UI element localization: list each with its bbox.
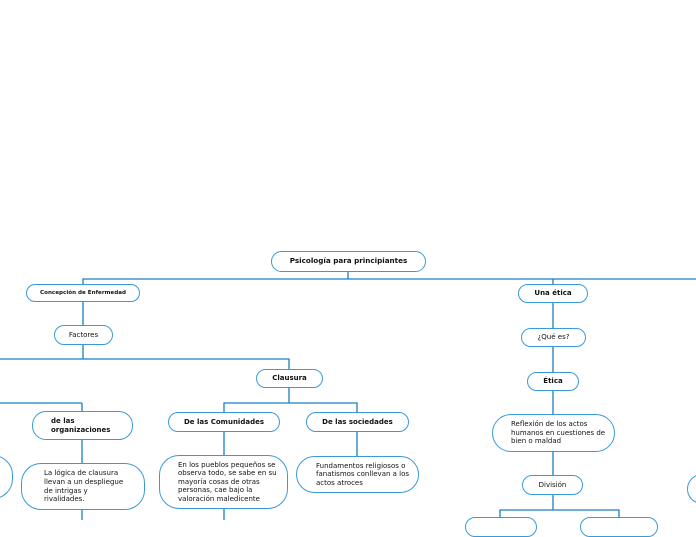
comunidades-desc-node[interactable]: En los pueblos pequeños se observa todo,… bbox=[159, 455, 288, 509]
connector-root-branch bbox=[82, 278, 696, 285]
una-etica-label: Una ética bbox=[534, 289, 572, 298]
connector-clausura-right bbox=[223, 402, 358, 412]
que-es-node[interactable]: ¿Qué es? bbox=[521, 328, 586, 347]
comunidades-desc-text: En los pueblos pequeños se observa todo,… bbox=[178, 460, 277, 503]
factores-node[interactable]: Factores bbox=[54, 325, 113, 345]
division-node[interactable]: División bbox=[522, 475, 583, 495]
mind-map-canvas: Psicología para principiantes Concepción… bbox=[0, 251, 696, 537]
comunidades-node[interactable]: De las Comunidades bbox=[168, 412, 280, 432]
organizaciones-desc-text: La lógica de clausura llevan a un despli… bbox=[44, 469, 124, 504]
division-child-right-node[interactable] bbox=[580, 517, 658, 537]
clausura-label: Clausura bbox=[272, 374, 307, 383]
reflexion-node[interactable]: Reflexión de los actos humanos en cuesti… bbox=[492, 414, 615, 452]
division-child-left-node[interactable] bbox=[465, 517, 537, 537]
sociedades-desc-text: Fundamentos religiosos o fanatismos conl… bbox=[316, 461, 410, 487]
division-label: División bbox=[538, 480, 567, 489]
clausura-node[interactable]: Clausura bbox=[256, 369, 323, 388]
etica-node[interactable]: Ética bbox=[527, 372, 579, 391]
factores-label: Factores bbox=[68, 330, 99, 339]
que-es-label: ¿Qué es? bbox=[537, 333, 570, 342]
sociedades-label: De las sociedades bbox=[322, 417, 393, 426]
connector-division-branch bbox=[499, 495, 620, 518]
sociedades-desc-node[interactable]: Fundamentos religiosos o fanatismos conl… bbox=[296, 456, 419, 493]
etica-label: Ética bbox=[543, 377, 563, 386]
connector-factores-branch bbox=[0, 358, 290, 369]
root-label: Psicología para principiantes bbox=[289, 256, 408, 266]
concepcion-label: Concepción de Enfermedad bbox=[40, 289, 126, 296]
organizaciones-desc-node[interactable]: La lógica de clausura llevan a un despli… bbox=[21, 463, 145, 510]
reflexion-text: Reflexión de los actos humanos en cuesti… bbox=[511, 420, 606, 446]
concepcion-node[interactable]: Concepción de Enfermedad bbox=[26, 284, 140, 302]
comunidades-label: De las Comunidades bbox=[184, 417, 264, 426]
una-etica-node[interactable]: Una ética bbox=[518, 284, 588, 303]
connector-lines bbox=[0, 271, 696, 520]
organizaciones-label: de las organizaciones bbox=[51, 416, 111, 434]
sociedades-node[interactable]: De las sociedades bbox=[306, 412, 409, 432]
organizaciones-node[interactable]: de las organizaciones bbox=[32, 411, 133, 440]
root-node[interactable]: Psicología para principiantes bbox=[271, 251, 426, 272]
